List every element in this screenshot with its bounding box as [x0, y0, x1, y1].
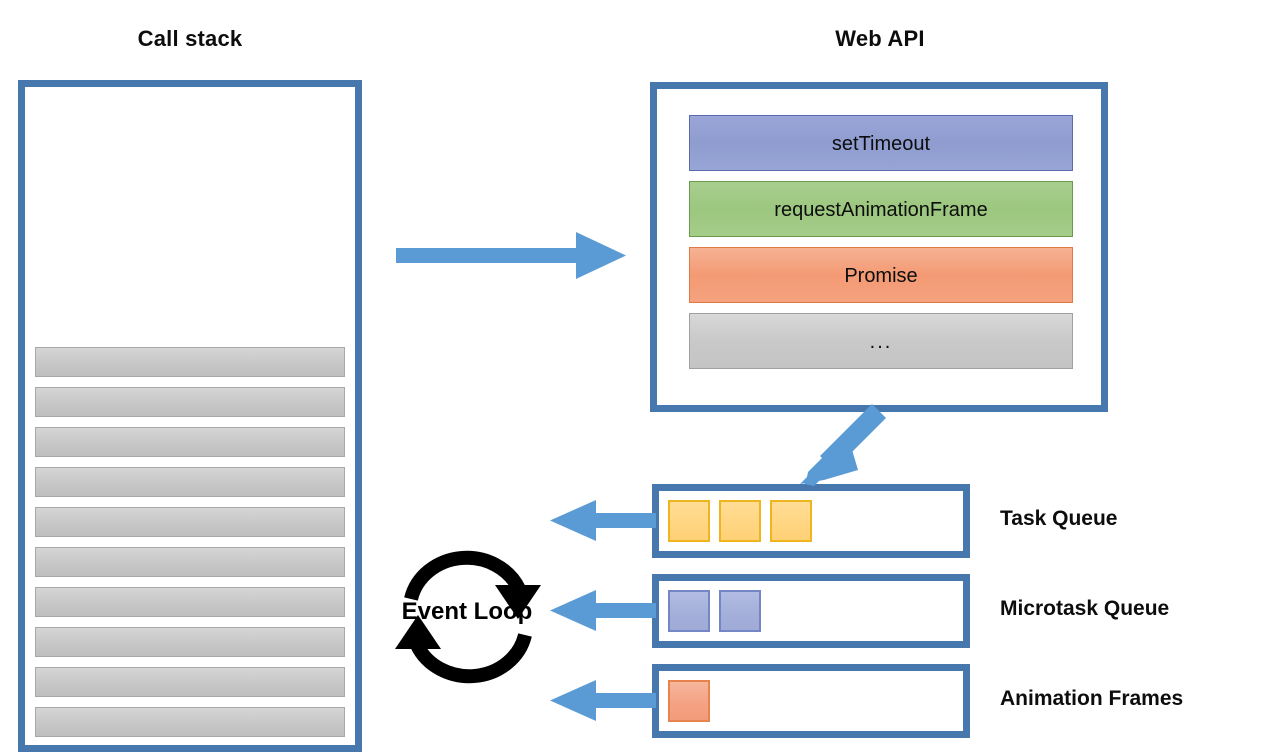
microtask-queue-chip: [668, 590, 710, 632]
event-loop-cycle-icon: [395, 550, 541, 684]
call-stack-frame: [35, 427, 345, 457]
event-loop-label: Event Loop: [401, 598, 533, 625]
task-queue-box: [652, 484, 970, 558]
arrow-microtask-queue-to-event-loop: [550, 590, 656, 631]
arrow-call-stack-to-web-api: [396, 232, 626, 279]
web-api-panel: setTimeout requestAnimationFrame Promise…: [650, 82, 1108, 412]
web-api-item-promise: Promise: [689, 247, 1073, 303]
call-stack-frame: [35, 667, 345, 697]
web-api-title: Web API: [835, 26, 925, 51]
call-stack-frame: [35, 507, 345, 537]
call-stack-panel: [18, 80, 362, 752]
call-stack-frame: [35, 627, 345, 657]
web-api-item-ellipsis: ...: [689, 313, 1073, 369]
arrow-animation-frames-to-event-loop: [550, 680, 656, 721]
arrow-web-api-to-task-queue: [800, 404, 886, 486]
call-stack-frame: [35, 467, 345, 497]
call-stack-frame: [35, 587, 345, 617]
call-stack-frame: [35, 347, 345, 377]
call-stack-frame: [35, 387, 345, 417]
task-queue-chip: [770, 500, 812, 542]
web-api-item-list: setTimeout requestAnimationFrame Promise…: [689, 115, 1073, 369]
arrow-task-queue-to-event-loop: [550, 500, 656, 541]
web-api-item-settimeout: setTimeout: [689, 115, 1073, 171]
web-api-item-requestanimationframe: requestAnimationFrame: [689, 181, 1073, 237]
call-stack-frame-list: [35, 347, 345, 737]
animation-frames-items: [668, 680, 710, 722]
call-stack-frame: [35, 547, 345, 577]
animation-frames-label: Animation Frames: [1000, 687, 1184, 710]
task-queue-items: [668, 500, 812, 542]
task-queue-chip: [719, 500, 761, 542]
task-queue-chip: [668, 500, 710, 542]
microtask-queue-chip: [719, 590, 761, 632]
task-queue-label: Task Queue: [1000, 507, 1118, 530]
animation-frames-box: [652, 664, 970, 738]
call-stack-title: Call stack: [137, 26, 243, 51]
microtask-queue-items: [668, 590, 761, 632]
animation-frames-chip: [668, 680, 710, 722]
call-stack-frame: [35, 707, 345, 737]
microtask-queue-box: [652, 574, 970, 648]
microtask-queue-label: Microtask Queue: [1000, 597, 1170, 620]
